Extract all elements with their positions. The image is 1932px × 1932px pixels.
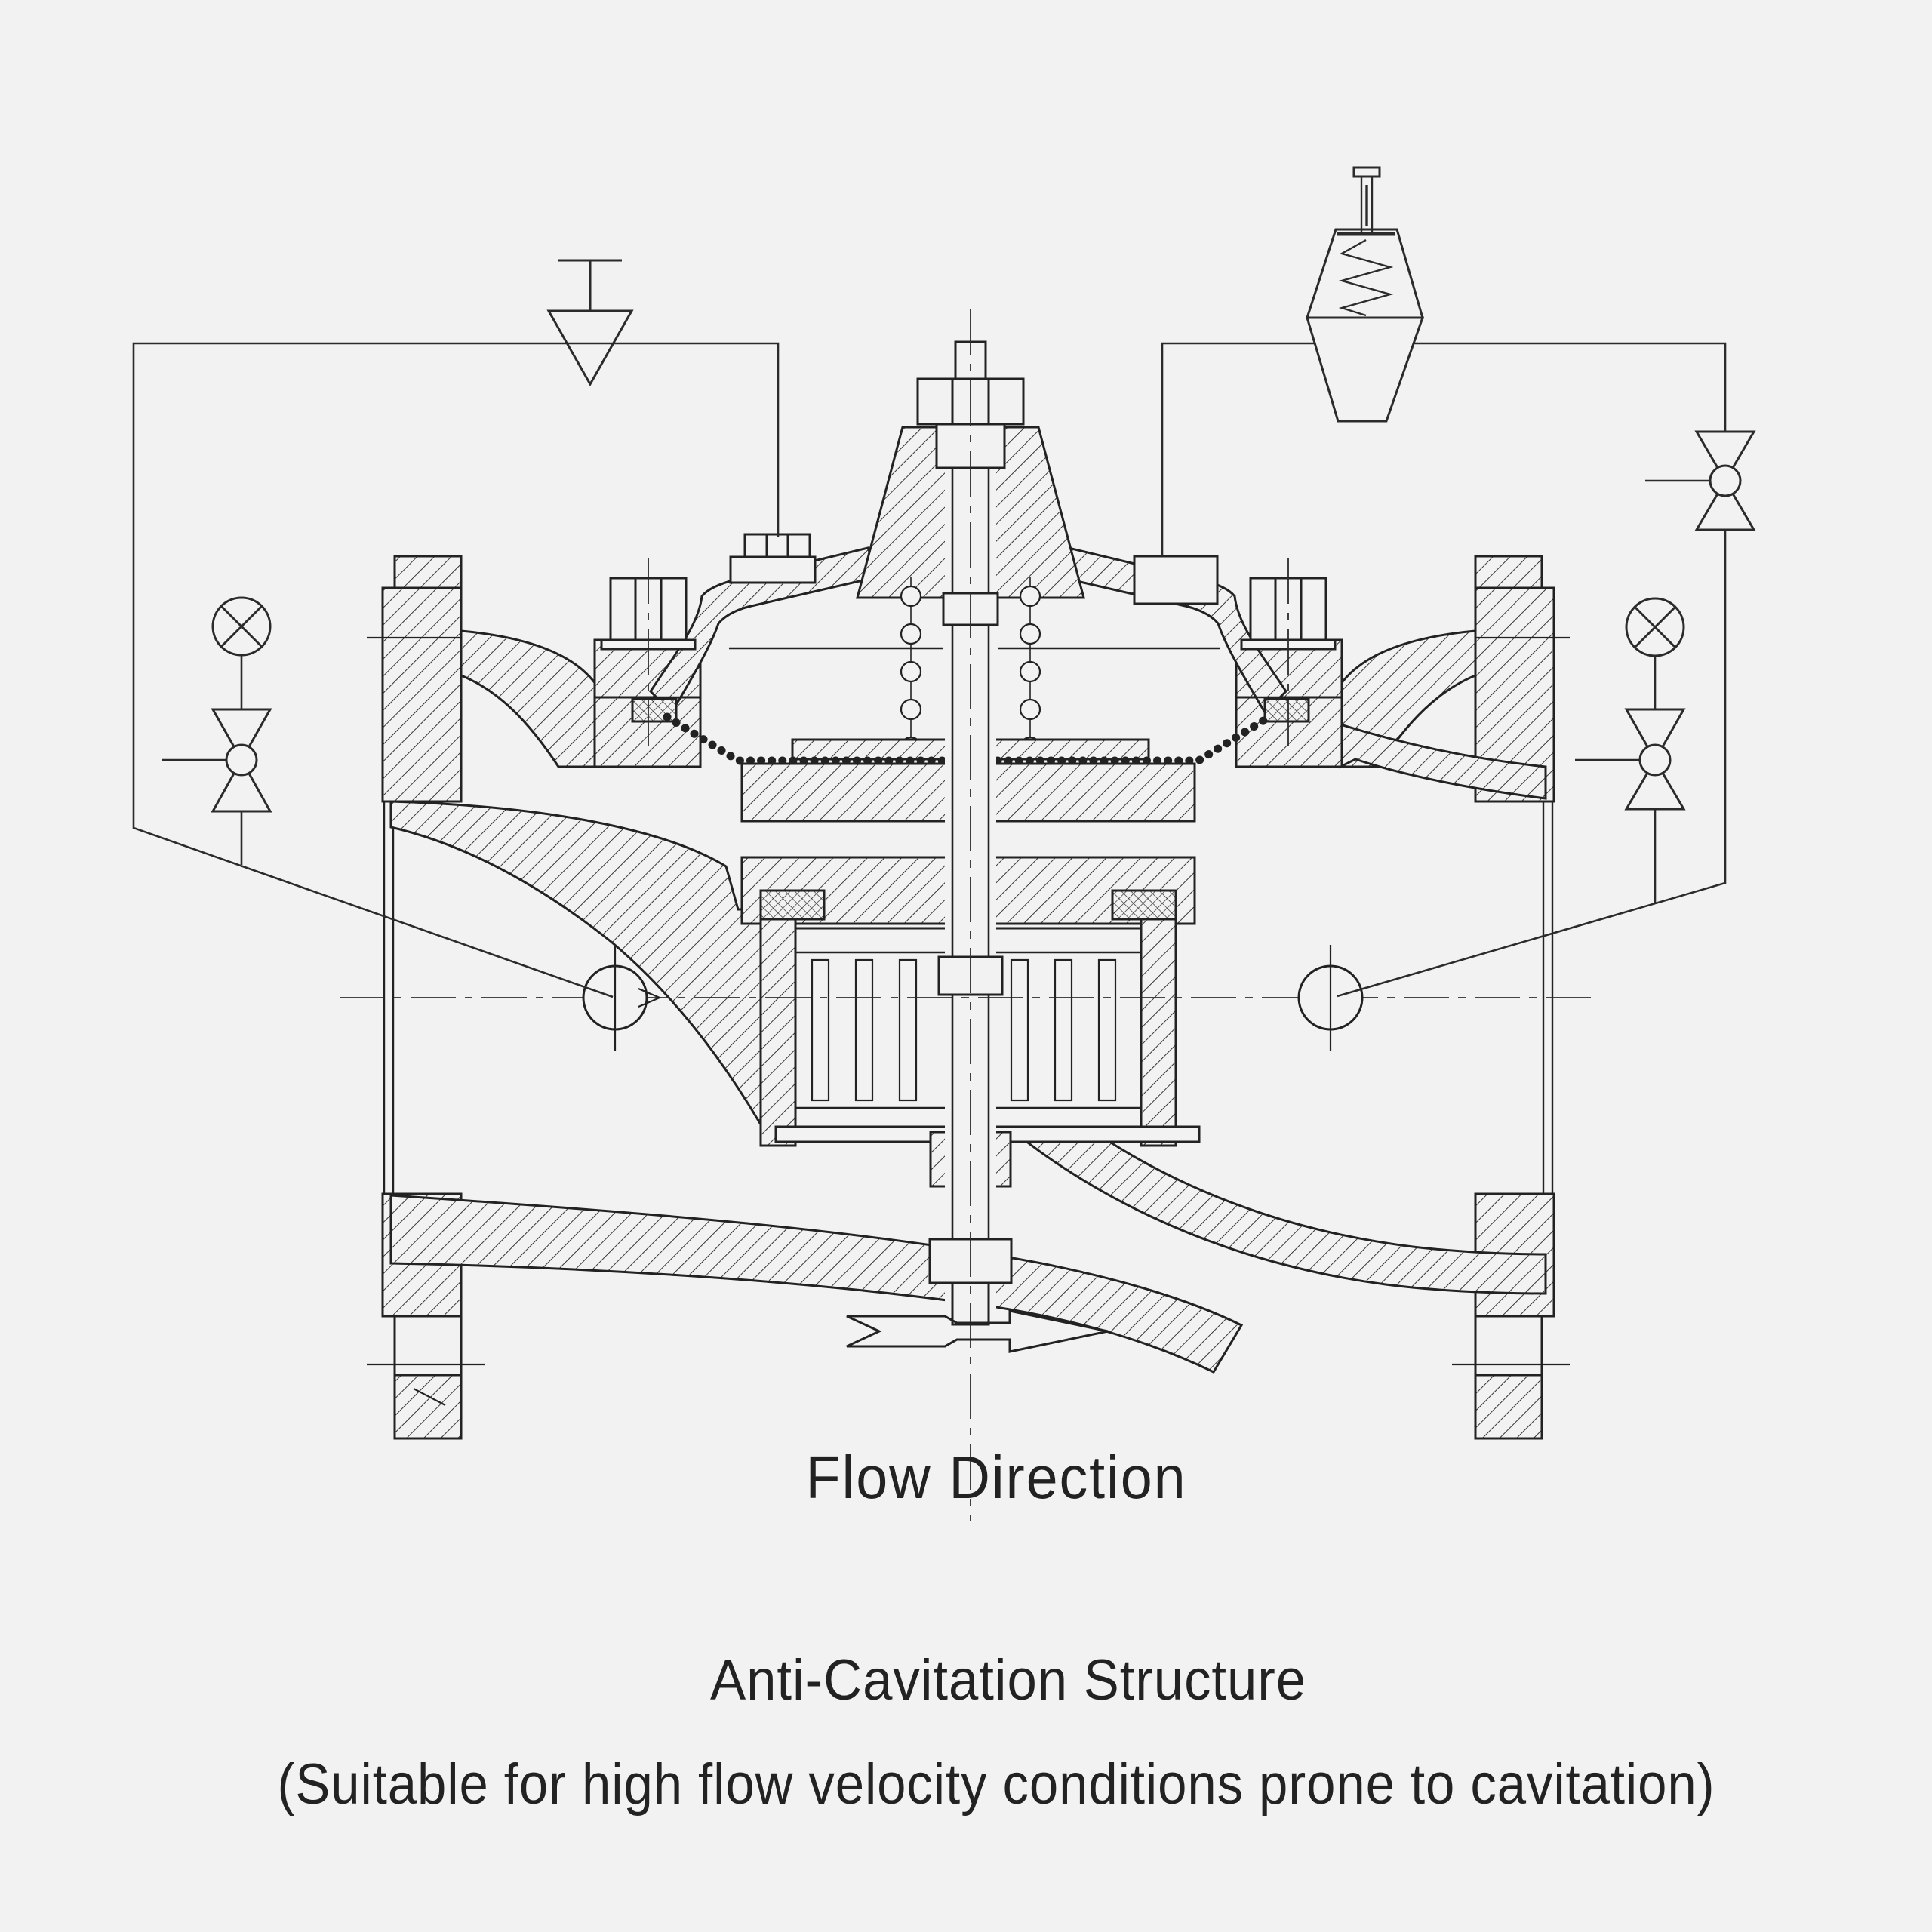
globe-valve-symbol-riser (1645, 430, 1756, 531)
port-arrowhead (638, 987, 662, 1008)
pilot-tubing (132, 342, 1727, 998)
pilot-line-right (1161, 342, 1727, 998)
diagram-title: Anti-Cavitation Structure (710, 1648, 1306, 1712)
valve-body (367, 340, 1570, 1440)
dome-tap-left (729, 533, 817, 584)
flow-direction-label: Flow Direction (806, 1444, 1187, 1511)
pilot-symbols (162, 166, 1756, 813)
cage-retainer-right (1140, 918, 1177, 1147)
diaphragm-assembly (631, 697, 1310, 823)
cage-retainer-left (759, 918, 797, 1147)
cage-seal-right (1111, 889, 1177, 921)
vent-symbol (546, 259, 634, 387)
diagram-subtitle: (Suitable for high flow velocity conditi… (278, 1752, 1715, 1817)
gauge-icon-right (1625, 597, 1685, 657)
globe-valve-symbol-left (162, 708, 272, 813)
body-bottom-wall (389, 1194, 1244, 1374)
diaphragm-clamp-right (1263, 697, 1310, 723)
cage-seal-left (759, 889, 826, 921)
inlet-wall (389, 800, 762, 1129)
dome-tap-right (1133, 555, 1219, 605)
flow-arrow (846, 1309, 1109, 1353)
body-ports (582, 945, 1364, 1051)
centerlines (340, 309, 1592, 1521)
cage-slots (811, 958, 1117, 1102)
pilot-line-left (132, 342, 780, 998)
globe-valve-symbol-right (1575, 708, 1686, 811)
diaphragm-bead (663, 712, 1274, 765)
pilot-spring (1338, 238, 1394, 317)
gauge-icon-left (211, 596, 272, 657)
pilot-valve-symbol (1305, 166, 1425, 423)
